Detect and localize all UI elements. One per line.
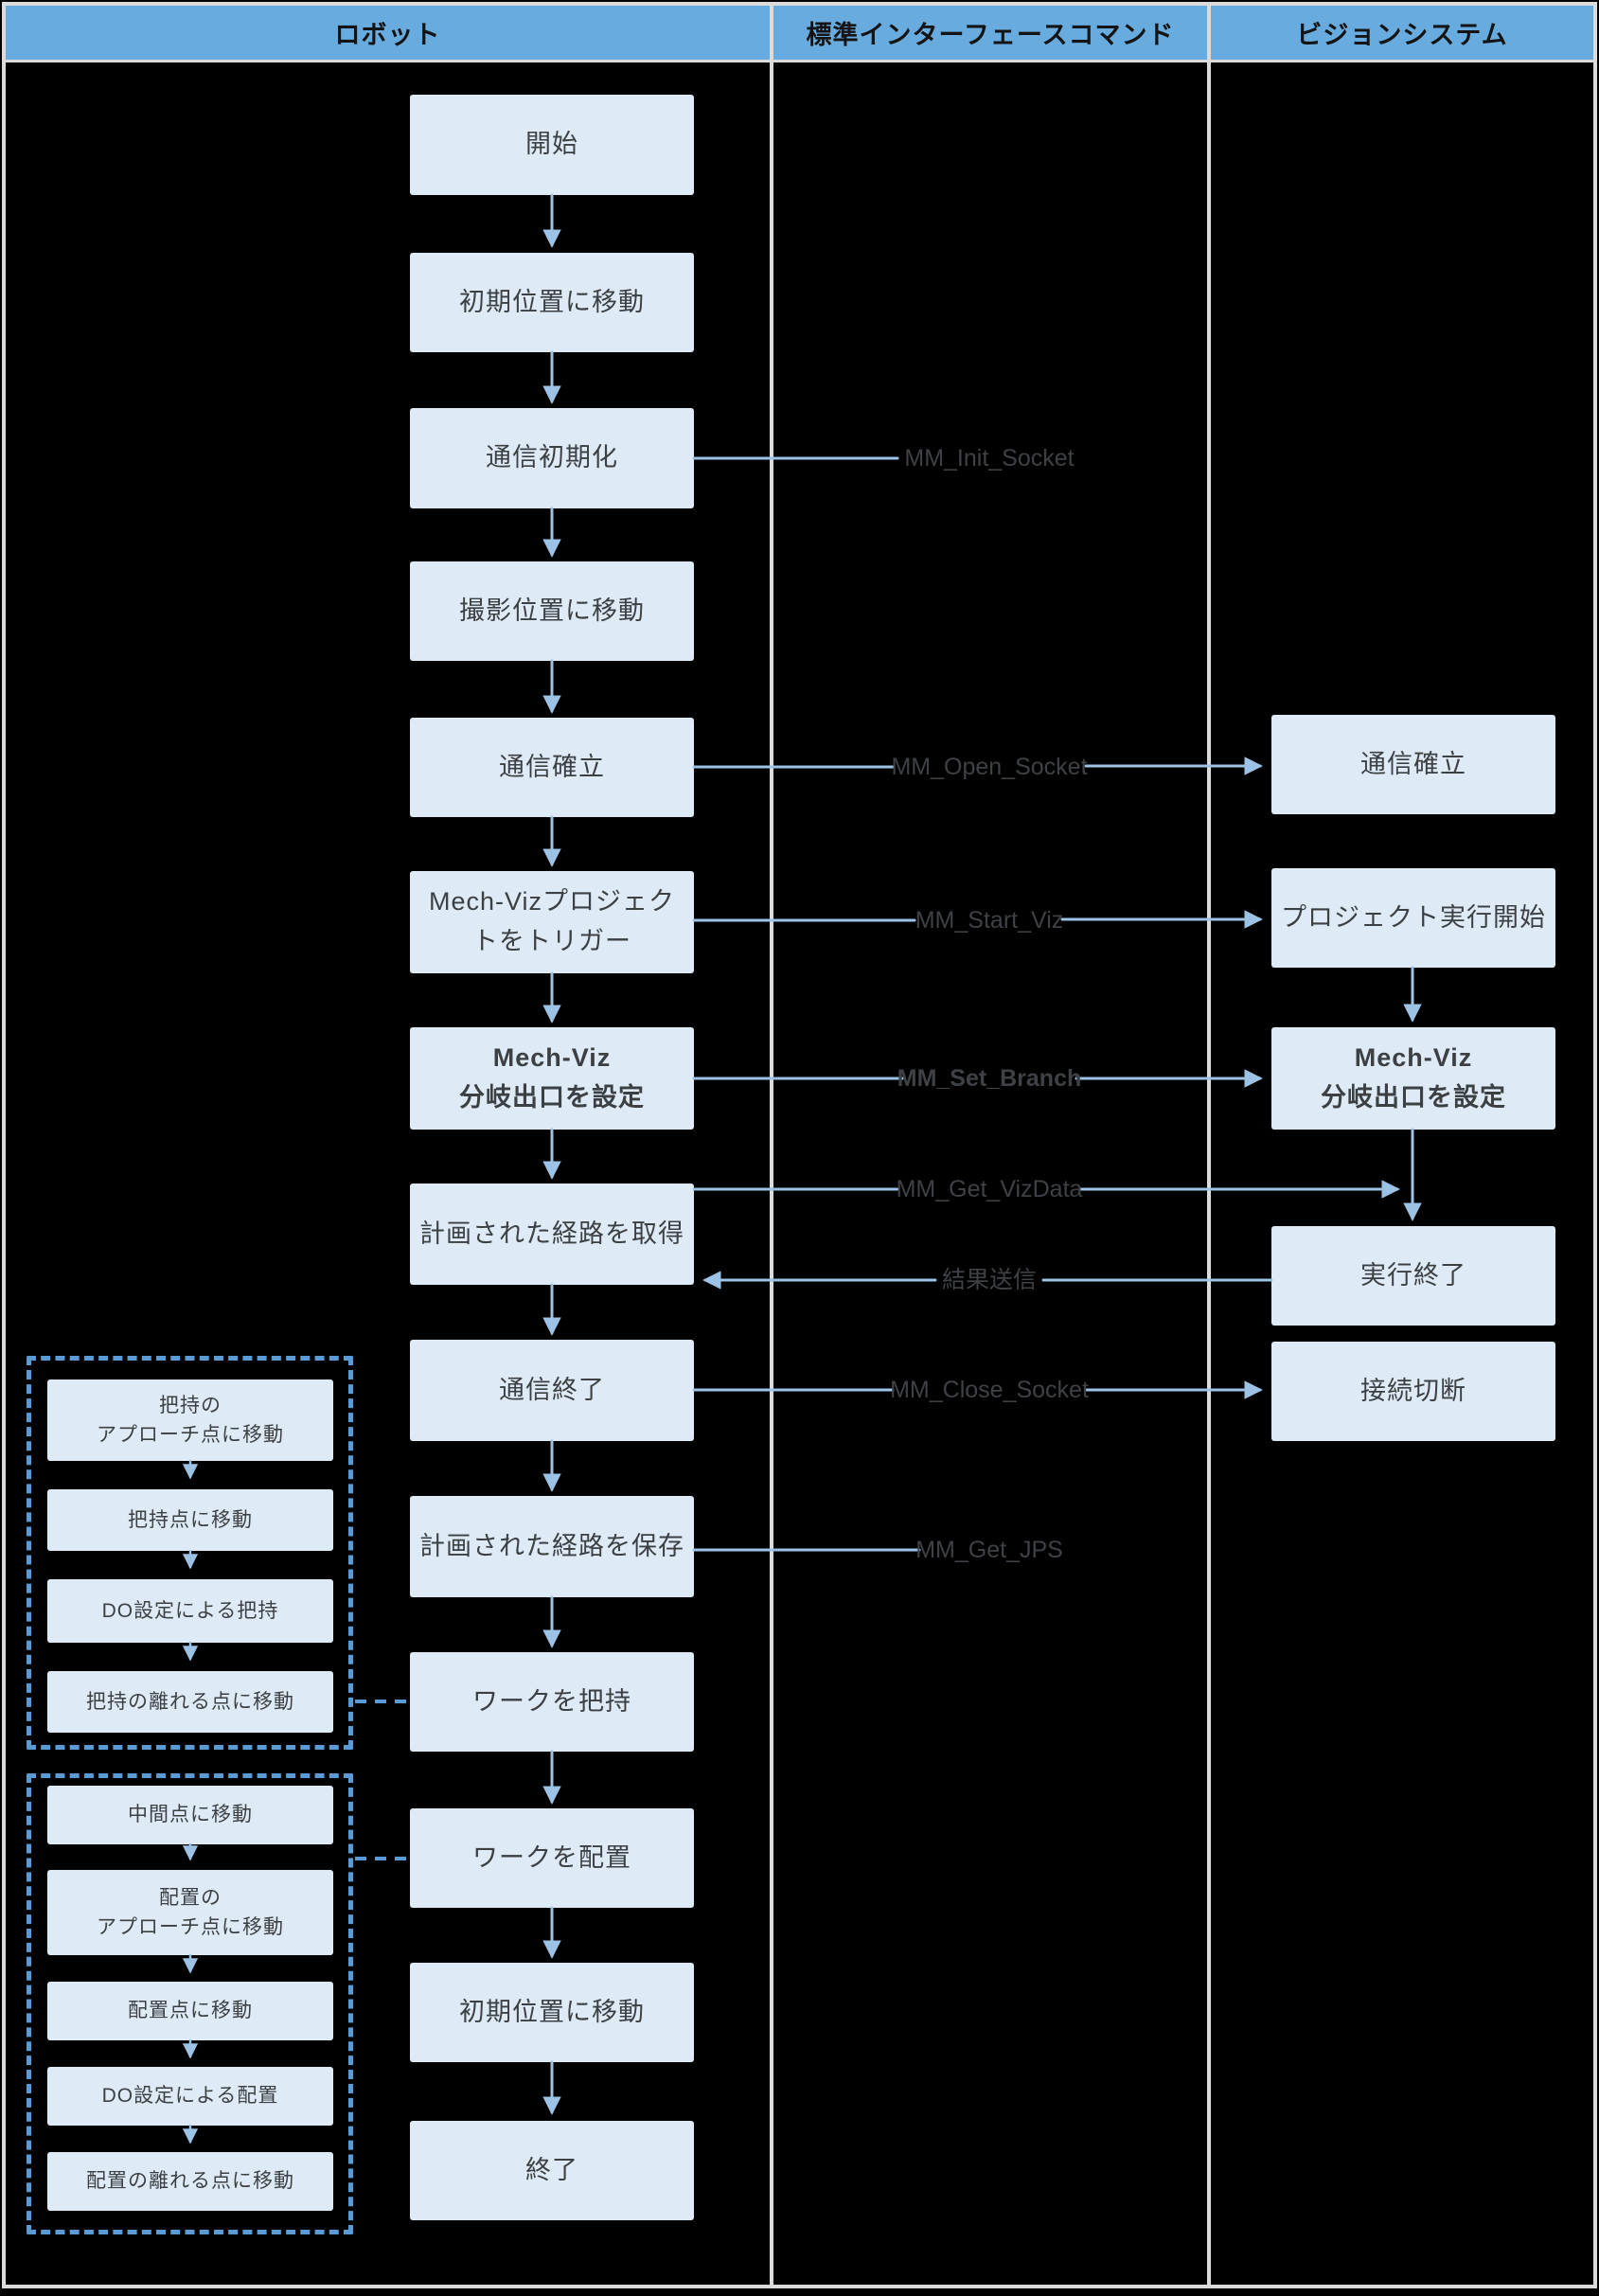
flow-node-init-communication: 通信初期化 [410, 408, 694, 508]
header-divider-line [2, 60, 1597, 62]
swimlane-header-vision-system: ビジョンシステム [1211, 6, 1593, 60]
place-node-place-point: 配置点に移動 [47, 1982, 333, 2040]
place-subroutine-group [27, 1773, 353, 2234]
pick-node-depart-point: 把持の離れる点に移動 [47, 1671, 333, 1733]
flow-node-grasp-workpiece: ワークを把持 [410, 1652, 694, 1752]
flow-node-move-capture-pos: 撮影位置に移動 [410, 561, 694, 661]
command-label-mm-init-socket: MM_Init_Socket [904, 445, 1075, 472]
flow-node-move-initial-2: 初期位置に移動 [410, 1963, 694, 2062]
flow-node-disconnect: 接続切断 [1271, 1342, 1555, 1441]
command-label-mm-close-socket: MM_Close_Socket [890, 1377, 1089, 1403]
column-divider-commands-vision [1207, 6, 1211, 2287]
flow-node-set-branch-vision: Mech-Viz 分岐出口を設定 [1271, 1027, 1555, 1130]
pick-node-approach-point: 把持の アプローチ点に移動 [47, 1379, 333, 1461]
flow-node-trigger-mechviz: Mech-Vizプロジェク トをトリガー [410, 871, 694, 973]
command-label-mm-start-viz: MM_Start_Viz [915, 907, 1064, 934]
flow-node-place-workpiece: ワークを配置 [410, 1808, 694, 1908]
command-label-mm-open-socket: MM_Open_Socket [891, 754, 1088, 780]
command-label-send-result: 結果送信 [941, 1267, 1037, 1293]
command-label-mm-set-branch: MM_Set_Branch [897, 1065, 1082, 1092]
flow-node-set-branch-robot: Mech-Viz 分岐出口を設定 [410, 1027, 694, 1130]
flow-node-establish-comm-vision: 通信確立 [1271, 715, 1555, 814]
flow-node-close-communication: 通信終了 [410, 1340, 694, 1441]
swimlane-header-interface-commands: 標準インターフェースコマンド [773, 6, 1207, 60]
command-label-mm-get-jps: MM_Get_JPS [915, 1537, 1063, 1563]
swimlane-header-robot: ロボット [6, 6, 770, 60]
flow-node-start: 開始 [410, 95, 694, 195]
column-divider-robot-commands [770, 6, 773, 2287]
place-node-approach-point: 配置の アプローチ点に移動 [47, 1870, 333, 1955]
pick-node-grasp-point: 把持点に移動 [47, 1489, 333, 1551]
flow-node-save-planned-path: 計画された経路を保存 [410, 1496, 694, 1597]
pick-node-do-grasp: DO設定による把持 [47, 1579, 333, 1643]
flow-node-project-exec-start: プロジェクト実行開始 [1271, 868, 1555, 968]
command-label-mm-get-vizdata: MM_Get_VizData [896, 1176, 1083, 1202]
flow-node-establish-comm-robot: 通信確立 [410, 718, 694, 817]
group-connectors [355, 1700, 410, 1860]
flow-node-execution-finished: 実行終了 [1271, 1226, 1555, 1326]
flow-node-get-planned-path: 計画された経路を取得 [410, 1184, 694, 1285]
place-node-depart-point: 配置の離れる点に移動 [47, 2152, 333, 2211]
place-node-intermediate-point: 中間点に移動 [47, 1786, 333, 1844]
flow-node-move-initial-1: 初期位置に移動 [410, 253, 694, 352]
pick-subroutine-group [27, 1356, 353, 1750]
place-node-do-place: DO設定による配置 [47, 2067, 333, 2126]
flow-node-end: 終了 [410, 2121, 694, 2220]
